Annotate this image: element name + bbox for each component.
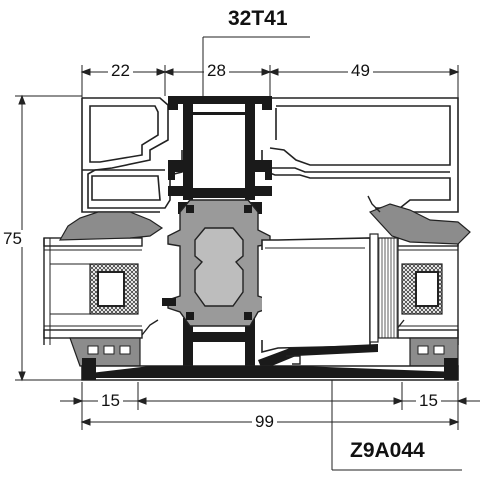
left-frame-profile [81, 97, 183, 213]
dimension-top-right: 49 [348, 62, 373, 79]
dimension-total-width: 99 [252, 413, 277, 430]
dimension-bottom-left: 15 [98, 392, 123, 409]
infill-panel [258, 233, 399, 370]
dimension-top-left: 22 [108, 62, 133, 79]
profile-code-bottom: Z9A044 [348, 439, 427, 462]
profile-code-top: 32T41 [226, 7, 290, 30]
dimension-height: 75 [0, 230, 25, 247]
dimension-bottom-right: 15 [416, 392, 441, 409]
right-frame-profile [261, 97, 459, 213]
right-glazing-unit [367, 195, 471, 367]
central-mullion [162, 96, 276, 374]
bottom-sill [81, 358, 459, 381]
dimension-top-mid: 28 [204, 62, 229, 79]
left-glazing-unit [43, 211, 164, 367]
